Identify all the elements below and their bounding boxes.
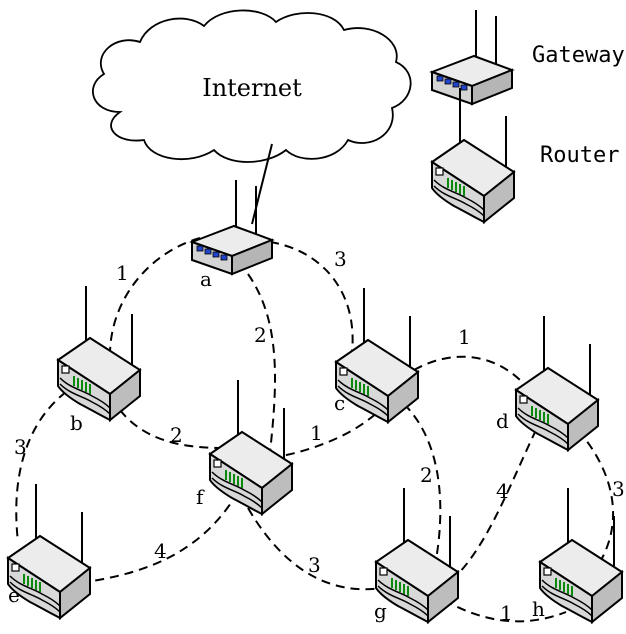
- link-c-g: [403, 403, 442, 561]
- node-label-d: d: [496, 409, 509, 433]
- router-node-f: f: [196, 379, 293, 515]
- link-a-f: [247, 273, 276, 453]
- legend-router: Router: [431, 87, 619, 223]
- weight-c-g: 2: [420, 463, 433, 487]
- router-icon: [539, 487, 623, 623]
- gateway-node-a: a: [191, 179, 273, 291]
- cloud-outline: [92, 9, 412, 163]
- weight-c-d: 1: [458, 325, 471, 349]
- gateway-icon: [431, 9, 513, 105]
- link-c-f: [281, 403, 387, 457]
- router-icon: [375, 487, 459, 623]
- node-label-b: b: [70, 411, 83, 435]
- node-label-e: e: [8, 583, 20, 607]
- link-a-b: [108, 237, 201, 361]
- router-icon: [515, 315, 599, 451]
- weight-f-e: 4: [154, 539, 167, 563]
- node-label-g: g: [374, 599, 387, 623]
- link-f-g: [247, 507, 383, 591]
- legend-router-label: Router: [540, 143, 619, 168]
- legend-gateway: Gateway: [431, 9, 625, 105]
- router-icon: [7, 483, 91, 619]
- link-d-g: [457, 429, 537, 575]
- router-node-d: d: [496, 315, 599, 451]
- weight-a-c: 3: [334, 247, 347, 271]
- internet-cloud: Internet: [92, 9, 412, 163]
- weight-d-g: 4: [496, 479, 509, 503]
- node-label-h: h: [532, 597, 545, 621]
- router-node-h: h: [532, 487, 623, 623]
- weight-b-f: 2: [170, 423, 183, 447]
- weight-d-h: 3: [612, 477, 625, 501]
- link-weights: 1 3 2 2 3 1 1 2 4 3 4 3 1: [14, 247, 625, 625]
- legend-gateway-label: Gateway: [532, 43, 625, 68]
- router-node-e: e: [7, 483, 91, 619]
- weight-a-f: 2: [254, 323, 267, 347]
- link-b-e: [15, 391, 67, 543]
- link-g-h: [443, 599, 567, 623]
- link-c-d: [413, 355, 521, 381]
- router-node-c: c: [334, 287, 419, 423]
- router-icon: [209, 379, 293, 515]
- weight-a-b: 1: [116, 261, 129, 285]
- node-label-a: a: [200, 267, 212, 291]
- links: [15, 237, 615, 623]
- legend: Gateway Router: [431, 9, 625, 223]
- link-f-e: [69, 491, 239, 585]
- link-d-h: [577, 429, 615, 563]
- router-icon: [57, 285, 141, 421]
- router-node-b: b: [57, 285, 141, 435]
- cloud-label: Internet: [202, 74, 302, 102]
- link-a-c: [269, 241, 354, 353]
- weight-g-h: 1: [500, 601, 513, 625]
- weight-b-e: 3: [14, 435, 27, 459]
- router-node-g: g: [374, 487, 459, 623]
- weight-f-g: 3: [308, 553, 321, 577]
- node-label-f: f: [196, 485, 205, 509]
- node-label-c: c: [334, 391, 345, 415]
- weight-c-f: 1: [310, 421, 323, 445]
- router-icon: [431, 87, 515, 223]
